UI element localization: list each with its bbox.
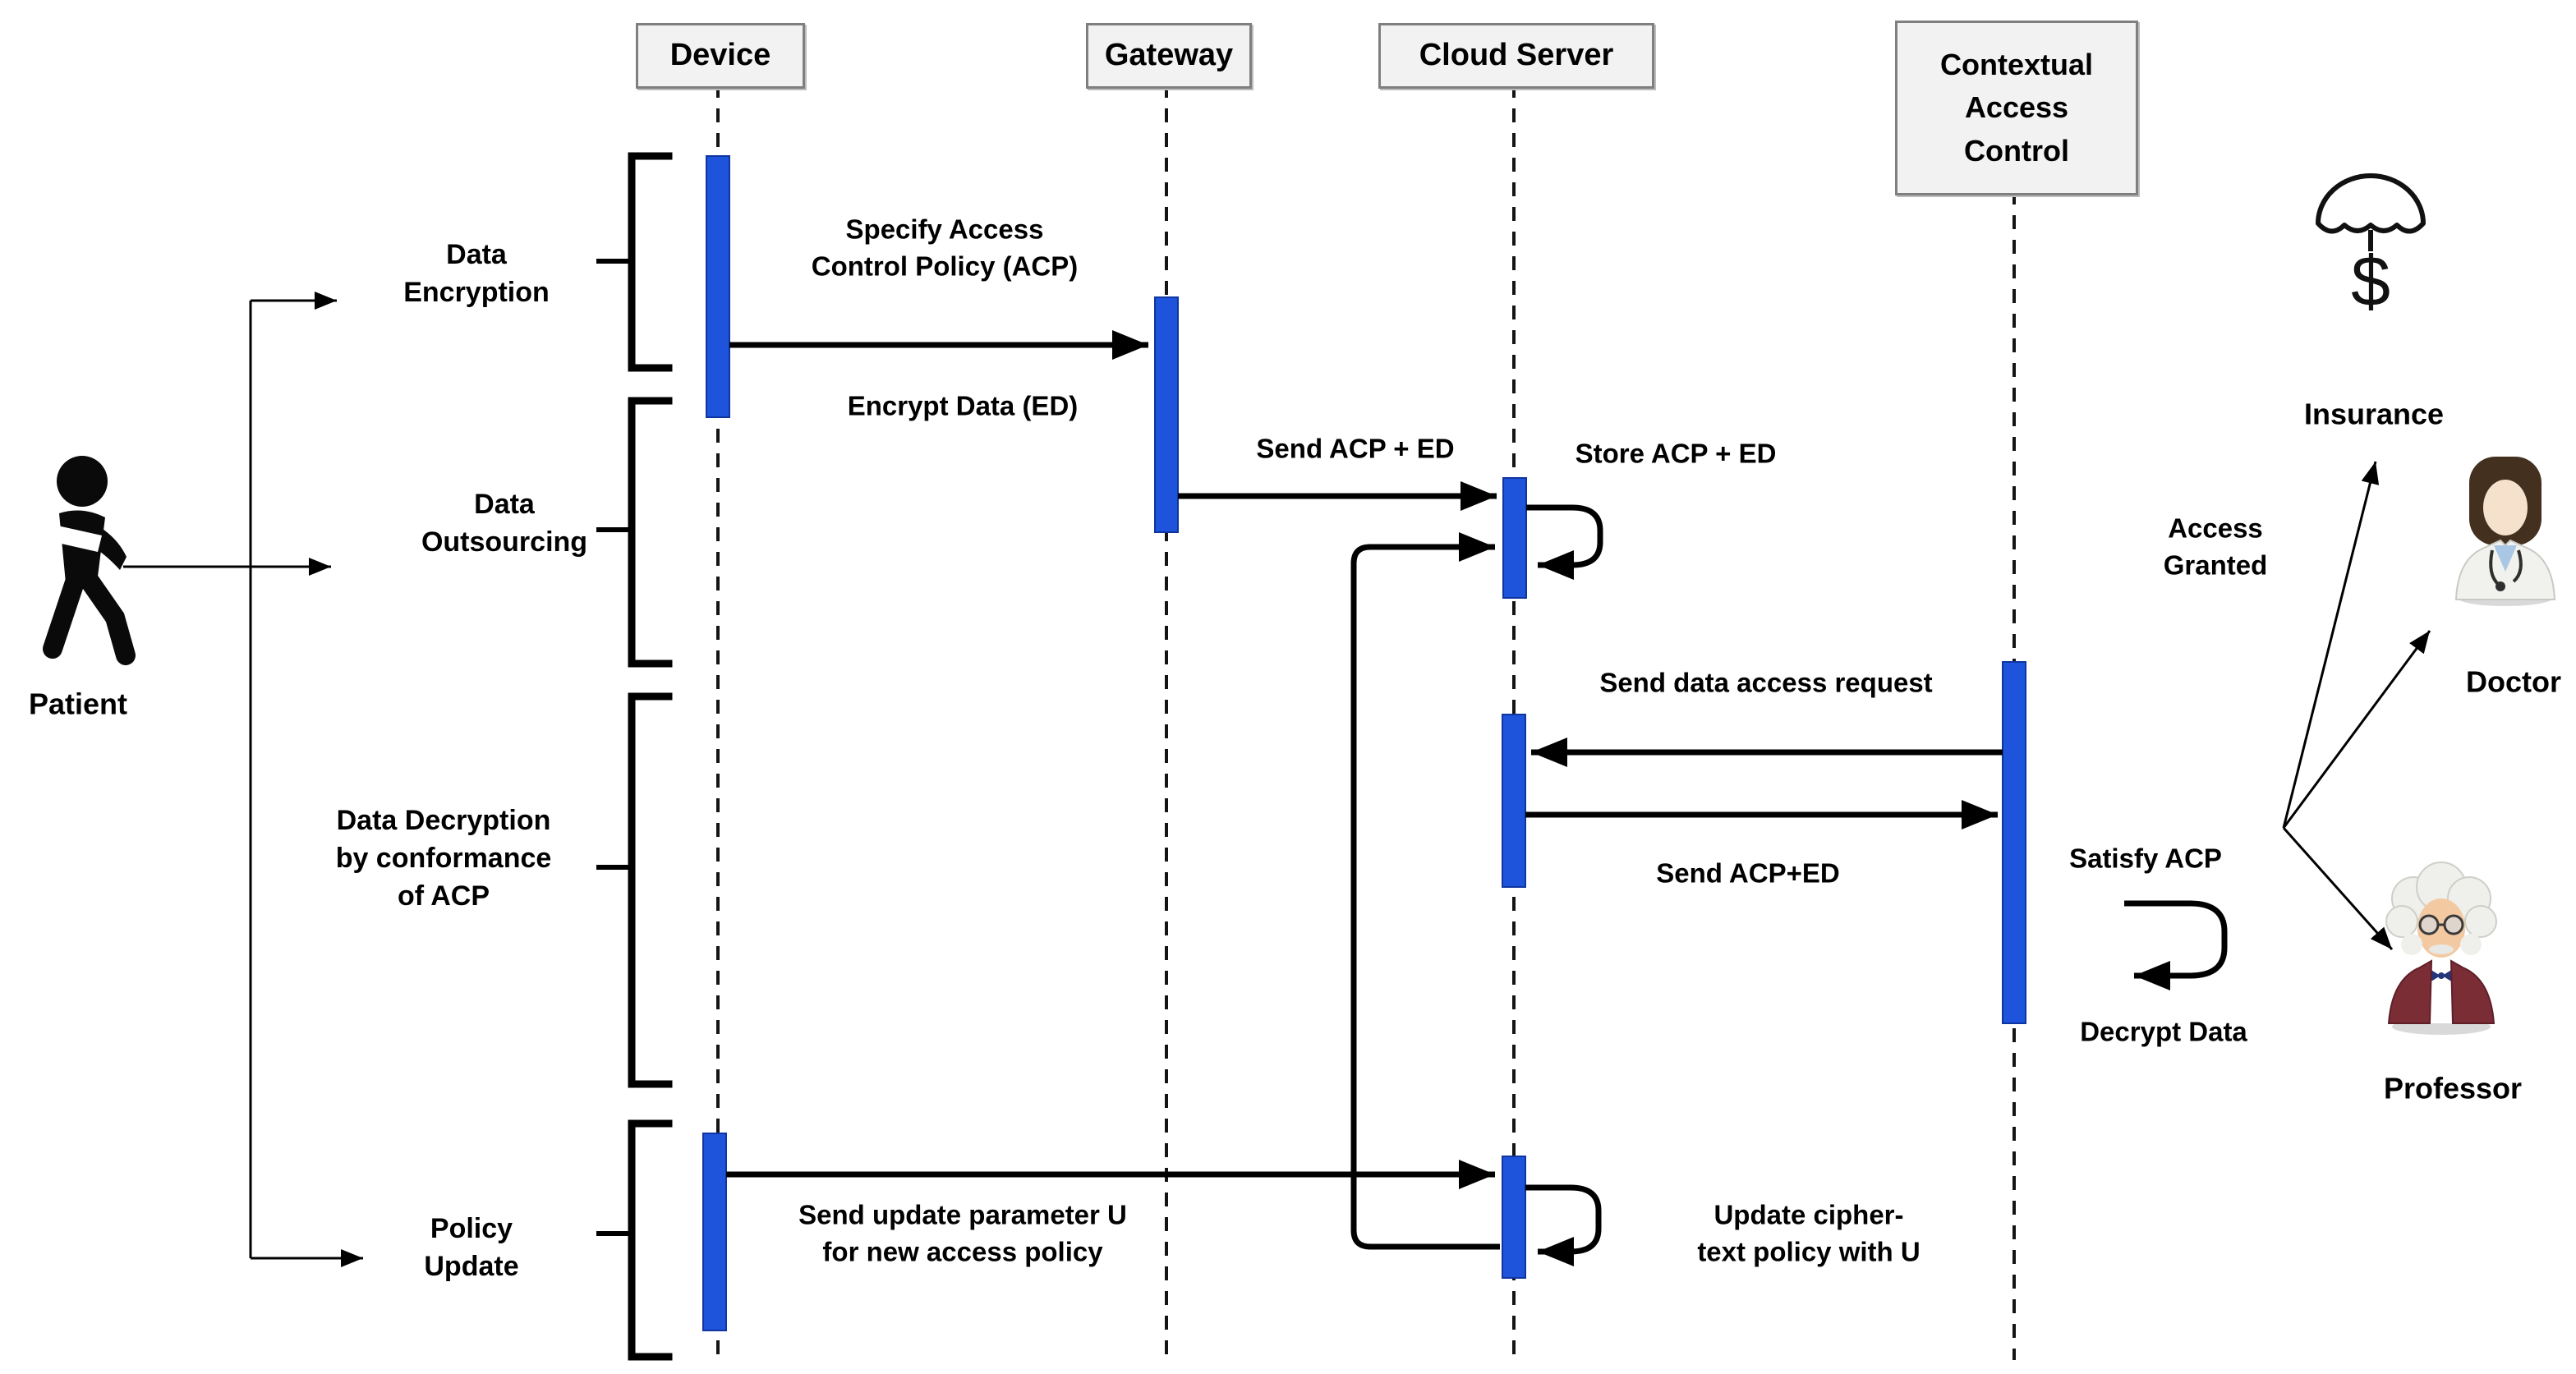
label-specify-acp: Specify Access Control Policy (ACP) [811,214,1079,281]
bracket-policy-update [628,1119,673,1361]
actor-box-gateway: Gateway [1086,23,1252,89]
section-label-data-decryption: Data Decryption by conformance of ACP [335,805,552,912]
device-activation-policy-update [702,1133,727,1331]
cloud-activation-store [1502,477,1527,599]
label-send-acp-ed: Send ACP + ED [1256,433,1455,464]
bracket-data-outsourcing [628,397,673,668]
loop-store-acp-ed [1526,504,1603,580]
bracket-data-encryption [628,152,673,372]
arrow-access-insurance [2282,461,2380,829]
umbrella-insurance-icon: $ [2316,173,2426,321]
label-send-data-access-request: Send data access request [1599,667,1933,698]
doctor-avatar [2454,457,2556,606]
cloud-activation-update [1502,1156,1526,1279]
label-store-acp-ed: Store ACP + ED [1575,438,1777,469]
section-label-data-outsourcing: Data Outsourcing [421,489,588,558]
actor-box-cloud-server: Cloud Server [1378,23,1654,89]
label-patient: Patient [28,687,128,721]
label-access-granted: Access Granted [2163,512,2268,580]
patient-icon [43,456,136,665]
arrow-access-doctor [2282,630,2431,829]
bracket-data-decryption [628,692,673,1088]
section-label-data-encryption: Data Encryption [403,239,550,308]
label-update-ciphertext: Update cipher- text policy with U [1697,1199,1920,1266]
label-doctor: Doctor [2466,664,2561,699]
actor-box-contextual-access-control: Contextual Access Control [1895,21,2138,195]
line-policy-feedback-to-store [1350,532,1500,1250]
loop-update-ciphertext [1525,1184,1602,1266]
gateway-activation [1154,296,1179,533]
loop-decrypt-data [2124,900,2228,990]
label-professor: Professor [2383,1071,2523,1105]
cloud-activation-decrypt [1502,714,1526,888]
dollar-symbol: $ [2351,242,2390,321]
label-decrypt-data: Decrypt Data [2080,1016,2247,1047]
device-activation-encryption [706,155,730,418]
label-insurance: Insurance [2303,397,2445,431]
label-send-update-parameter: Send update parameter U for new access p… [798,1199,1127,1266]
label-satisfy-acp: Satisfy ACP [2069,843,2222,874]
cac-activation [2002,661,2026,1024]
actor-box-device: Device [636,23,805,89]
professor-avatar [2385,862,2497,1035]
arrow-access-professor [2282,827,2394,950]
label-send-acp-ed-2: Send ACP+ED [1656,857,1840,889]
section-label-policy-update: Policy Update [424,1213,519,1282]
label-encrypt-data: Encrypt Data (ED) [847,390,1079,421]
